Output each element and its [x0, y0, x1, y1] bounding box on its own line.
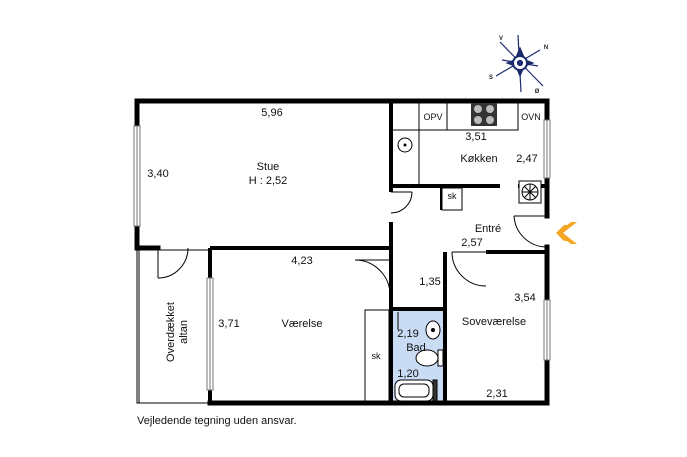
kitchen-cabinet: [441, 187, 463, 211]
stue-height-label: H : 2,52: [249, 175, 288, 187]
bad-depth-label: 1,20: [397, 368, 418, 380]
bad-name-label: Bad: [406, 342, 426, 354]
kokken-width-label: 3,51: [465, 131, 486, 143]
toilet-icon: [437, 349, 444, 367]
opv-label: OPV: [423, 112, 442, 122]
sink-icon: [397, 137, 413, 153]
bad-width-label: 2,19: [397, 328, 418, 340]
sk-room-label: sk: [372, 351, 382, 361]
vaerelse-depth-label: 3,71: [218, 318, 239, 330]
compass-e-label: Ø: [535, 89, 540, 95]
wardrobe: [364, 309, 390, 402]
vaerelse-name-label: Værelse: [282, 318, 323, 330]
compass-v-label: V: [499, 36, 503, 42]
windows: [133, 119, 551, 391]
sovevaerelse-width-label: 3,54: [514, 292, 535, 304]
doors: [157, 191, 548, 330]
sovevaerelse-depth-label: 2,31: [486, 388, 507, 400]
compass-icon: [495, 34, 544, 93]
stue-width-label: 5,96: [261, 107, 282, 119]
bathroom-fixtures: [394, 320, 444, 402]
entrance-arrow: [557, 222, 577, 244]
compass-s-label: S: [489, 75, 493, 81]
kitchen-fixtures: [391, 101, 542, 211]
kokken-name-label: Køkken: [460, 153, 497, 165]
entre-name-label: Entré: [475, 223, 501, 235]
vaerelse-width-label: 4,23: [291, 255, 312, 267]
sk-kitchen-label: sk: [448, 191, 458, 201]
ovn-label: OVN: [521, 112, 541, 122]
disclaimer: Vejledende tegning uden ansvar.: [137, 415, 297, 427]
kokken-depth-label: 2,47: [516, 153, 537, 165]
compass-n-label: N: [544, 45, 548, 51]
sovevaerelse-name-label: Soveværelse: [462, 316, 526, 328]
stue-name-label: Stue: [257, 161, 280, 173]
entre-depth-label: 1,35: [419, 276, 440, 288]
altan-label: Overdækket altan: [165, 302, 190, 362]
altan-label-line2: altan: [178, 320, 190, 344]
entre-width-label: 2,57: [461, 237, 482, 249]
stove-icon: [471, 103, 497, 126]
stue-depth-label: 3,40: [147, 168, 168, 180]
altan-label-line1: Overdækket: [165, 302, 177, 362]
